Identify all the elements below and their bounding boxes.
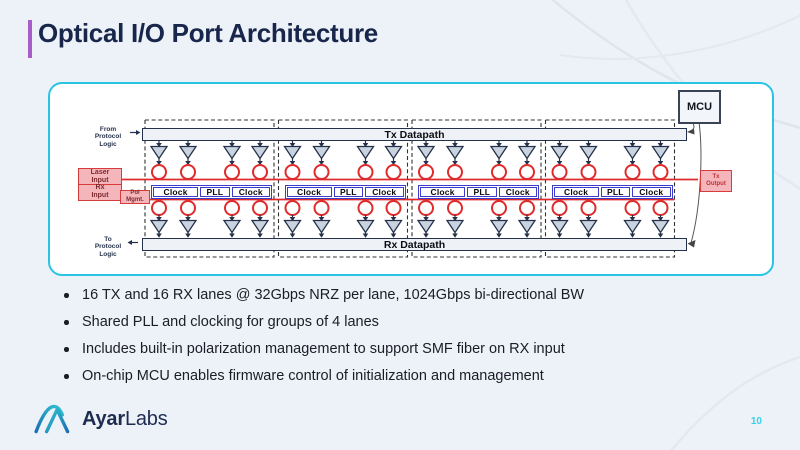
lane — [149, 138, 168, 238]
lane — [178, 138, 197, 238]
ayarlabs-wordmark: AyarLabs — [82, 408, 168, 431]
lane — [355, 138, 375, 238]
brand-regular: Labs — [124, 407, 168, 430]
laser-input-box: Laser Input — [78, 168, 122, 185]
from-protocol-logic-label: From Protocol Logic — [94, 126, 122, 148]
lane-group-outline — [410, 118, 542, 258]
bullet-item: 16 TX and 16 RX lanes @ 32Gbps NRZ per l… — [60, 285, 760, 305]
lane — [622, 138, 642, 238]
rx-datapath-bar: Rx Datapath — [142, 238, 687, 251]
pll-cell: PLL — [200, 187, 230, 197]
tx-datapath-label: Tx Datapath — [384, 128, 445, 141]
ayarlabs-logo-icon — [34, 404, 70, 434]
rx-input-box: Rx Input — [78, 183, 122, 201]
clock-cell: Clock — [286, 187, 332, 197]
clock-cell: Clock — [365, 187, 404, 197]
clock-cell: Clock — [498, 187, 537, 197]
clock-cell: Clock — [553, 187, 599, 197]
pll-cell: PLL — [600, 187, 631, 197]
lane — [549, 138, 569, 238]
lane — [282, 138, 302, 238]
lane — [416, 138, 435, 238]
mcu-control-lines — [686, 121, 701, 247]
lane-group-outline — [277, 118, 408, 258]
page-number: 10 — [750, 416, 762, 427]
mcu-box: MCU — [678, 90, 721, 124]
protocol-arrows — [127, 129, 140, 245]
clock-cell: Clock — [153, 187, 199, 197]
bullet-list: 16 TX and 16 RX lanes @ 32Gbps NRZ per l… — [60, 285, 760, 393]
pll-cell: PLL — [333, 187, 364, 197]
tx-datapath-bar: Tx Datapath — [142, 128, 687, 141]
brand-bold: Ayar — [82, 407, 125, 430]
bullet-item: On-chip MCU enables firmware control of … — [60, 366, 760, 386]
pll-cell: PLL — [467, 187, 497, 197]
lane — [517, 138, 536, 238]
tx-output-box: Tx Output — [700, 170, 732, 192]
rx-datapath-label: Rx Datapath — [383, 238, 446, 251]
lane — [250, 138, 269, 238]
lane — [650, 138, 670, 238]
lane — [311, 138, 331, 238]
bullet-item: Shared PLL and clocking for groups of 4 … — [60, 312, 760, 332]
lane-group-outline — [544, 118, 675, 258]
ayarlabs-logo: AyarLabs — [34, 402, 168, 436]
title-accent-bar — [28, 20, 32, 58]
pol-mgmt-box: Pol Mgmt. — [120, 190, 150, 204]
bullet-item: Includes built-in polarization managemen… — [60, 339, 760, 359]
lane — [489, 138, 508, 238]
lane — [222, 138, 241, 238]
clock-cell: Clock — [420, 187, 466, 197]
lane-group-outline — [143, 118, 275, 258]
to-protocol-logic-label: To Protocol Logic — [94, 236, 122, 258]
page-title: Optical I/O Port Architecture — [38, 18, 378, 48]
clock-cell: Clock — [632, 187, 671, 197]
lane — [445, 138, 464, 238]
clock-cell: Clock — [231, 187, 270, 197]
architecture-diagram-panel: Tx Datapath Rx Datapath From Protocol Lo… — [48, 82, 774, 276]
